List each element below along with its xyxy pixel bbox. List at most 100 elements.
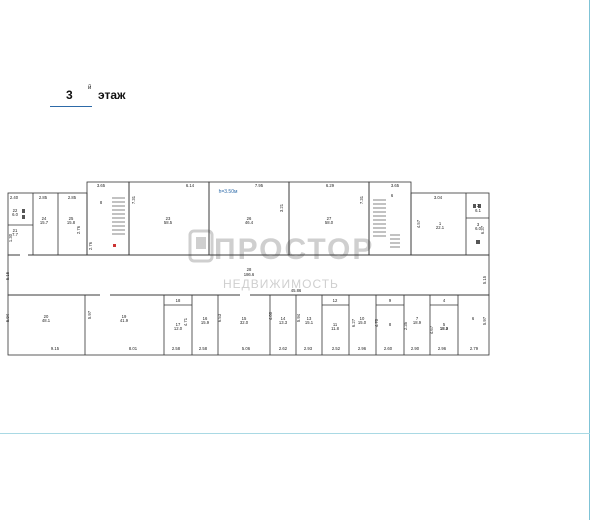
plan-label-d3: 3.65	[97, 183, 106, 188]
plan-label-r24a: 15.7	[40, 220, 49, 225]
plan-label-r25: 25	[69, 216, 74, 221]
plan-label-b2: 8.01	[129, 346, 138, 351]
plan-label-l20: 20	[44, 314, 49, 319]
plan-label-d8: 3.65	[391, 183, 400, 188]
plan-label-c28a: 186.6	[244, 272, 255, 277]
plan-label-l15: 15	[242, 316, 247, 321]
plan-label-r3: 3	[477, 222, 480, 227]
plan-label-v7: 2.76	[88, 241, 93, 250]
marker-icon	[113, 244, 116, 247]
watermark-logo-inner	[196, 237, 206, 249]
watermark-logo-icon	[188, 229, 214, 263]
plan-label-st1: 8	[100, 200, 103, 205]
plan-label-r25a: 15.8	[67, 220, 76, 225]
plan-label-l10: 10	[360, 316, 365, 321]
floor-number-suffix: й	[88, 85, 92, 91]
stair-west	[86, 181, 130, 256]
plan-label-l19a: 41.9	[120, 318, 129, 323]
plan-label-b1: 9.15	[51, 346, 60, 351]
plan-label-l11: 11	[333, 322, 338, 327]
walls	[7, 181, 490, 356]
plan-label-d4: 6.14	[186, 183, 195, 188]
plan-label-r26a: 46.4	[245, 220, 254, 225]
plan-label-c28b: 45.86	[291, 288, 302, 293]
floor-number-underline	[50, 106, 92, 107]
plan-label-r24: 24	[42, 216, 47, 221]
plan-label-l16: 16	[203, 316, 208, 321]
plan-label-r3a: 6.0	[475, 226, 481, 231]
plan-label-w10: 4.67	[429, 325, 434, 334]
fixtures	[22, 204, 481, 244]
watermark: ПРОСТОР НЕДВИЖИМОСТЬ	[188, 229, 372, 291]
plan-label-l13a: 15.1	[305, 320, 314, 325]
plan-label-l13: 13	[307, 316, 312, 321]
plan-label-w1: 5.94	[5, 313, 10, 322]
plan-label-v6: 2.76	[76, 225, 81, 234]
plan-label-l19: 19	[122, 314, 127, 319]
plan-label-l7: 7	[416, 316, 419, 321]
plan-label-d2: 2.85	[68, 195, 77, 200]
plan-label-d7: 6.29	[326, 183, 335, 188]
plan-label-r22: 22	[13, 208, 18, 213]
plan-label-l4: 4	[443, 298, 446, 303]
plan-label-b10: 2.60	[384, 346, 393, 351]
plan-label-l16a: 15.9	[201, 320, 210, 325]
plan-label-l11a: 11.8	[331, 326, 340, 331]
plan-label-r23: 23	[166, 216, 171, 221]
floor-number: 3	[66, 88, 73, 102]
plan-label-l5a: 15.2	[440, 326, 449, 331]
plan-label-w11: 5.97	[482, 316, 487, 325]
plan-label-l12: 12	[333, 298, 338, 303]
plan-label-l14a: 13.3	[279, 320, 288, 325]
plan-label-w4: 6.53	[217, 313, 222, 322]
plan-label-st2: 6	[391, 193, 394, 198]
plan-label-w9: 2.35	[403, 321, 408, 330]
plan-label-b7: 2.93	[304, 346, 313, 351]
plan-label-l10a: 15.0	[358, 320, 367, 325]
plan-label-r1a: 22.1	[436, 225, 445, 230]
plan-label-w7: 6.27	[351, 318, 356, 327]
plan-label-w8: 4.70	[374, 318, 379, 327]
plan-label-v3: 7.31	[359, 195, 364, 204]
plan-label-r1: 1	[439, 221, 442, 226]
plan-label-b8: 2.52	[332, 346, 341, 351]
plan-label-l17a: 12.0	[174, 326, 183, 331]
plan-label-d5: h=3.50м	[219, 189, 238, 195]
plan-label-r27: 27	[327, 216, 332, 221]
plan-label-w2: 5.97	[87, 310, 92, 319]
plan-label-l17: 17	[176, 322, 181, 327]
plan-label-l20a: 48.1	[42, 318, 51, 323]
plan-label-v5: 6.37	[480, 225, 485, 234]
plan-label-r27a: 58.0	[325, 220, 334, 225]
plan-label-b13: 2.79	[470, 346, 479, 351]
plan-label-b12: 2.96	[438, 346, 447, 351]
plan-label-d1: 2.85	[39, 195, 48, 200]
plan-label-b3: 2.58	[172, 346, 181, 351]
plan-label-l4a: 18.9	[440, 326, 449, 331]
plan-label-v2: 3.21	[279, 203, 284, 212]
plan-label-v4: 4.57	[416, 219, 421, 228]
plan-label-d0: 2.40	[10, 195, 19, 200]
plan-label-l9: 9	[389, 298, 392, 303]
plan-label-w6: 5.94	[296, 313, 301, 322]
plan-label-r2a: 6.1	[475, 208, 481, 213]
plan-label-r21: 21	[13, 228, 18, 233]
plan-label-b6: 2.62	[279, 346, 288, 351]
plan-label-cw2: 5.15	[482, 275, 487, 284]
plan-label-l15a: 32.0	[240, 320, 249, 325]
plan-label-d9: 3.04	[434, 195, 443, 200]
watermark-subtitle: НЕДВИЖИМОСТЬ	[223, 277, 339, 291]
right-margin-rule	[589, 0, 590, 520]
plan-label-r2: 2	[477, 203, 480, 208]
plan-label-l18: 18	[176, 298, 181, 303]
plan-label-l14: 14	[281, 316, 286, 321]
plan-label-r22a: 6.0	[12, 212, 18, 217]
plan-label-v1: 7.31	[131, 195, 136, 204]
plan-label-l6: 6	[472, 316, 475, 321]
floor-word: этаж	[98, 88, 126, 102]
plan-label-b4: 2.58	[199, 346, 208, 351]
plan-label-w3: 4.71	[183, 317, 188, 326]
plan-label-cw1: 5.15	[5, 271, 10, 280]
